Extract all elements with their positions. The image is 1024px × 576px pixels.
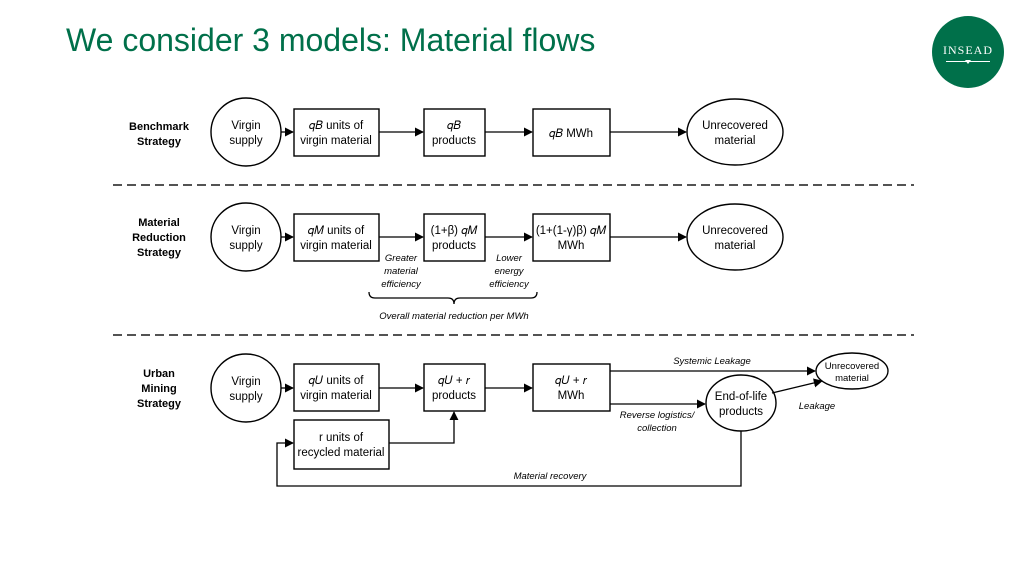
- reduction-label-line1: Material: [138, 217, 180, 229]
- material-recovery-label: Material recovery: [514, 471, 588, 482]
- slide-title: We consider 3 models: Material flows: [66, 22, 596, 58]
- reduction-products-box: [423, 213, 486, 262]
- benchmark-label-line1: Benchmark: [129, 121, 190, 133]
- reverse-logistics-line1: Reverse logistics/: [620, 410, 696, 421]
- urban-recycled-line1: r units of: [319, 432, 364, 444]
- reduction-virgin-supply: [210, 202, 282, 272]
- urban-unrecovered-line2: material: [835, 373, 869, 384]
- recycled-to-products-arrow: [389, 411, 459, 444]
- leakage-arrow: [771, 378, 823, 394]
- urban-recycled-box: [293, 419, 390, 470]
- urban-mwh-box: [532, 363, 611, 412]
- benchmark-unrecovered: [686, 98, 784, 166]
- urban-eol-line1: End-of-life: [715, 391, 767, 403]
- urban-row: Urban Mining Strategy Virgin supply 𝑞𝑈 u…: [137, 352, 889, 487]
- urban-virgin-line2: supply: [229, 391, 262, 403]
- urban-products-line2: products: [432, 390, 476, 402]
- material-recovery-arrow: [276, 431, 742, 487]
- urban-virgin-line1: Virgin: [231, 376, 260, 388]
- benchmark-virgin-line1: Virgin: [231, 120, 260, 132]
- note-overall: Overall material reduction per MWh: [379, 311, 528, 322]
- reduction-unrecovered-line2: material: [715, 240, 756, 252]
- reduction-label-line3: Strategy: [137, 247, 182, 259]
- reduction-products-line2: products: [432, 240, 476, 252]
- benchmark-label-line2: Strategy: [137, 136, 182, 148]
- note-greater-line3: efficiency: [381, 279, 422, 290]
- leakage-label: Leakage: [799, 401, 835, 412]
- urban-products-box: [423, 363, 486, 412]
- insead-logo: INSEAD: [932, 16, 1004, 88]
- benchmark-mwh-text: 𝑞𝐵 MWh: [549, 128, 593, 140]
- benchmark-products-line2: products: [432, 135, 476, 147]
- urban-unrecovered-line1: Unrecovered: [825, 361, 879, 372]
- reduction-row: Material Reduction Strategy Virgin suppl…: [132, 202, 784, 322]
- benchmark-row: Benchmark Strategy Virgin supply 𝑞𝐵 unit…: [129, 97, 784, 167]
- urban-units-box: [293, 363, 380, 412]
- urban-units-line1: 𝑞𝑈 units of: [309, 375, 365, 387]
- urban-units-line2: virgin material: [300, 390, 372, 402]
- urban-mwh-line1: 𝑞𝑈 + 𝑟: [555, 375, 588, 387]
- benchmark-unrecovered-line1: Unrecovered: [702, 120, 768, 132]
- logo-caret-icon: [965, 60, 971, 64]
- note-greater-line2: material: [384, 266, 419, 277]
- urban-eol-line2: products: [719, 406, 763, 418]
- benchmark-units-line1: 𝑞𝐵 units of: [309, 120, 364, 132]
- reduction-mwh-line2: MWh: [558, 240, 585, 252]
- urban-products-line1: 𝑞𝑈 + 𝑟: [438, 375, 471, 387]
- urban-recycled-line2: recycled material: [298, 447, 385, 459]
- note-lower-line1: Lower: [496, 253, 523, 264]
- urban-label-line2: Mining: [141, 383, 176, 395]
- urban-label-line1: Urban: [143, 368, 175, 380]
- systemic-leakage-label: Systemic Leakage: [673, 356, 751, 367]
- reduction-units-line2: virgin material: [300, 240, 372, 252]
- reduction-products-line1: (1+β) 𝑞𝑀: [431, 225, 479, 237]
- reduction-unrecovered: [686, 203, 784, 271]
- reduction-virgin-line1: Virgin: [231, 225, 260, 237]
- reduction-mwh-line1: (1+(1-γ)β) 𝑞𝑀: [536, 225, 608, 237]
- benchmark-mwh-box: [532, 108, 611, 157]
- overall-brace: [368, 291, 538, 305]
- benchmark-products-box: [423, 108, 486, 157]
- benchmark-units-box: [293, 108, 380, 157]
- reduction-label-line2: Reduction: [132, 232, 186, 244]
- benchmark-unrecovered-line2: material: [715, 135, 756, 147]
- note-lower-line2: energy: [494, 266, 524, 277]
- urban-virgin-supply: [210, 353, 282, 423]
- urban-unrecovered: [815, 352, 889, 390]
- urban-end-of-life: [705, 374, 777, 432]
- logo-text: INSEAD: [943, 43, 993, 57]
- benchmark-virgin-supply: [210, 97, 282, 167]
- benchmark-products-line1: 𝑞𝐵: [447, 120, 461, 132]
- reduction-virgin-line2: supply: [229, 240, 262, 252]
- note-lower-line3: efficiency: [489, 279, 530, 290]
- urban-label-line3: Strategy: [137, 398, 182, 410]
- urban-mwh-line2: MWh: [558, 390, 585, 402]
- reduction-mwh-box: [532, 213, 611, 262]
- benchmark-virgin-line2: supply: [229, 135, 262, 147]
- reduction-units-box: [293, 213, 380, 262]
- benchmark-units-line2: virgin material: [300, 135, 372, 147]
- note-greater-line1: Greater: [385, 253, 418, 264]
- reduction-units-line1: 𝑞𝑀 units of: [308, 225, 365, 237]
- reverse-logistics-line2: collection: [637, 423, 677, 434]
- reduction-unrecovered-line1: Unrecovered: [702, 225, 768, 237]
